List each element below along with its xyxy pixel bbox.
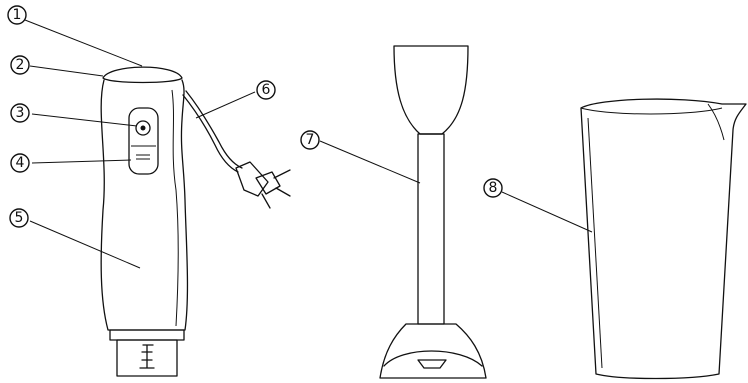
shaft-guard-base [379, 323, 487, 379]
motor-body [100, 79, 189, 331]
motor-unit [100, 66, 291, 377]
shaft-guard-curve [383, 350, 483, 367]
beaker-body [580, 98, 747, 380]
callout-7-number: 7 [306, 132, 315, 148]
shaft-top-cup [393, 45, 469, 135]
plug-pin-2 [275, 187, 291, 197]
beaker-inner-line [587, 117, 603, 369]
callout-6-circle [256, 80, 276, 100]
callout-8: 8 [483, 178, 503, 198]
callout-4: 4 [10, 153, 30, 173]
callout-3-circle [10, 103, 30, 123]
power-cord [182, 94, 239, 173]
coupling-drive [116, 339, 178, 377]
leader-lines [24, 19, 593, 269]
coupling-collar [109, 329, 185, 341]
drive-shaft-icon [139, 344, 155, 369]
callout-7: 7 [300, 130, 320, 150]
leader-7 [319, 140, 421, 184]
plug-head [255, 171, 281, 195]
leader-1 [24, 19, 143, 67]
shaft-tube [417, 133, 445, 325]
leader-4 [31, 159, 132, 164]
speed-button-dot [140, 125, 146, 131]
callout-4-circle [10, 153, 30, 173]
leader-3 [31, 113, 138, 127]
top-cap [102, 66, 183, 84]
leader-2 [29, 65, 104, 77]
callout-2-number: 2 [16, 57, 25, 73]
leader-5 [29, 220, 141, 269]
callout-5-circle [9, 208, 29, 228]
callout-3: 3 [10, 103, 30, 123]
callout-1: 1 [7, 5, 27, 25]
body-grip-line [171, 89, 179, 327]
callout-3-number: 3 [16, 105, 25, 121]
callout-8-number: 8 [489, 180, 498, 196]
callout-2-circle [10, 55, 30, 75]
callout-5-number: 5 [15, 210, 24, 226]
plug-pin-1 [273, 169, 291, 179]
callout-8-circle [483, 178, 503, 198]
speed-button-ring [135, 120, 151, 136]
callout-2: 2 [10, 55, 30, 75]
callout-4-number: 4 [16, 155, 25, 171]
leader-6 [195, 91, 256, 119]
callout-6-number: 6 [262, 82, 271, 98]
button-panel [128, 107, 159, 175]
power-cord-inner [185, 90, 243, 169]
callout-6: 6 [256, 80, 276, 100]
shaft-guard-window [417, 359, 447, 369]
leader-8 [501, 191, 593, 233]
callout-1-number: 1 [13, 7, 22, 23]
callout-7-circle [300, 130, 320, 150]
beaker-spout [707, 103, 725, 141]
blending-shaft [379, 45, 487, 379]
beaker [580, 98, 747, 380]
beaker-rim-front [580, 107, 723, 115]
callout-1-circle [7, 5, 27, 25]
callout-5: 5 [9, 208, 29, 228]
plug-pin-3 [261, 193, 271, 209]
